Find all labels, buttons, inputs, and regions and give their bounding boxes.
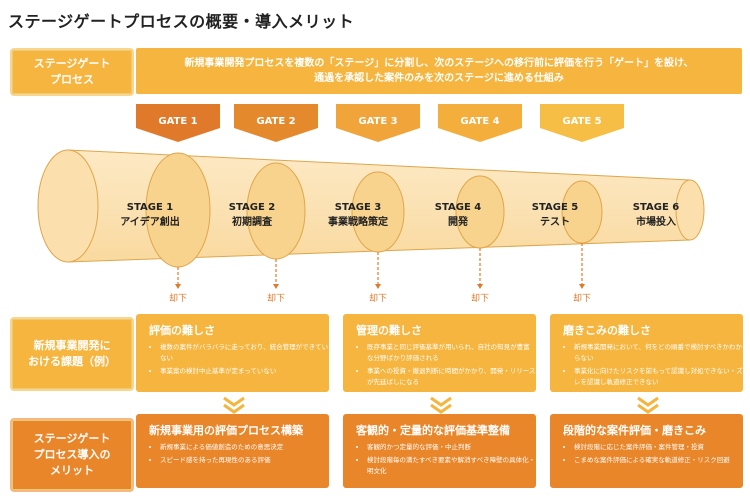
merit-item: 検討段階に応じた案件評価・案件管理・投資 <box>574 442 743 453</box>
issue-item: 新規事業開発において、何をどの順番で検討すべきかわからない <box>574 342 743 364</box>
chevron-down-icon <box>430 396 452 414</box>
stage-name: 市場投入 <box>636 215 676 228</box>
issue-card-2: 管理の難しさ 既存事業と同じ評価基準が用いられ、自社の知見が豊富な分野ばかり評価… <box>343 314 536 392</box>
stage-name: 初期調査 <box>232 215 273 228</box>
issue-item: 複数の案件がバラバラに走っており、統合管理ができていない <box>160 342 329 364</box>
merit-card-title: 新規事業用の評価プロセス構築 <box>149 424 303 437</box>
gate-label: GATE 3 <box>358 116 397 127</box>
merit-item: 新規事業による価値創造のための意思決定 <box>160 442 329 453</box>
reject-label: 却下 <box>369 293 387 304</box>
merit-item: こまめな案件評価による確実な軌道修正・リスク回避 <box>574 455 743 466</box>
issue-card-title: 管理の難しさ <box>356 324 422 337</box>
issue-item: 既存事業と同じ評価基準が用いられ、自社の知見が豊富な分野ばかり評価される <box>367 342 536 364</box>
chevron-down-icon <box>637 396 659 414</box>
gate-label: GATE 4 <box>460 116 499 127</box>
reject-label: 却下 <box>267 293 285 304</box>
stage-name: 事業戦略策定 <box>328 215 388 228</box>
issue-item: 事業化に向けたリスクを前もって認識し対処できない・ズレを認識し軌道修正できない <box>574 366 743 388</box>
issue-card-3: 磨きこみの難しさ 新規事業開発において、何をどの順番で検討すべきかわからない 事… <box>550 314 743 392</box>
stage-number: STAGE 1 <box>127 202 174 213</box>
stage-number: STAGE 3 <box>335 202 382 213</box>
issue-card-title: 磨きこみの難しさ <box>563 324 651 337</box>
gate-arrow <box>234 104 318 142</box>
stage-name: 開発 <box>448 215 469 228</box>
merit-item: 検討段階毎の満たすべき要素や解消すべき障壁の具体化・明文化 <box>367 455 536 477</box>
funnel-right-end <box>675 179 705 241</box>
merit-item: スピード感を持った再現性のある評価 <box>160 455 329 466</box>
merit-card-title: 段階的な案件評価・磨きこみ <box>563 424 706 437</box>
stage-number: STAGE 6 <box>633 202 680 213</box>
stage-gate-diagram: GATE 1 GATE 2 GATE 3 GATE 4 GATE 5 却下 却下 却下 却下 却… <box>37 104 705 304</box>
reject-label: 却下 <box>573 293 591 304</box>
issues-label: 新規事業開発に おける課題（例） <box>10 317 134 391</box>
stage-name: テスト <box>540 216 570 228</box>
issue-item: 事業案の検討中止基準が定まっていない <box>160 366 329 377</box>
merit-card-2: 客観的・定量的な評価基準整備 客観的かつ定量的な評価・中止判断 検討段階毎の満た… <box>343 414 536 488</box>
gate-arrow <box>336 104 420 142</box>
merit-card-3: 段階的な案件評価・磨きこみ 検討段階に応じた案件評価・案件管理・投資 こまめな案… <box>550 414 743 488</box>
issue-card-title: 評価の難しさ <box>149 324 215 337</box>
gate-label: GATE 5 <box>562 116 601 127</box>
gate-arrow <box>136 104 220 142</box>
gate-label: GATE 2 <box>256 116 295 127</box>
arrow-head-icon <box>273 284 279 289</box>
chevron-down-icon <box>223 396 245 414</box>
arrow-head-icon <box>375 284 381 289</box>
page-title: ステージゲートプロセスの概要・導入メリット <box>8 12 355 31</box>
stage-number: STAGE 5 <box>532 202 579 213</box>
arrow-head-icon <box>175 284 181 289</box>
merit-card-title: 客観的・定量的な評価基準整備 <box>356 424 510 437</box>
gate-arrow <box>438 104 522 142</box>
gate-arrow <box>540 104 624 142</box>
merit-card-1: 新規事業用の評価プロセス構築 新規事業による価値創造のための意思決定 スピード感… <box>136 414 329 488</box>
stage-name: アイデア創出 <box>120 215 180 228</box>
funnel-left-end <box>37 149 99 263</box>
stage-number: STAGE 2 <box>229 202 276 213</box>
issue-card-1: 評価の難しさ 複数の案件がバラバラに走っており、統合管理ができていない 事業案の… <box>136 314 329 392</box>
arrow-head-icon <box>579 284 585 289</box>
process-label: ステージゲート プロセス <box>10 48 134 96</box>
stage-number: STAGE 4 <box>435 202 482 213</box>
merit-item: 客観的かつ定量的な評価・中止判断 <box>367 442 536 453</box>
reject-label: 却下 <box>471 293 489 304</box>
merits-label: ステージゲート プロセス導入の メリット <box>10 418 134 492</box>
gate-label: GATE 1 <box>158 116 197 127</box>
arrow-head-icon <box>477 284 483 289</box>
issue-item: 事業への投資・撤退判断に時間がかかり、開発・リリースが先延ばしになる <box>367 366 536 388</box>
process-description: 新規事業開発プロセスを複数の「ステージ」に分割し、次のステージへの移行前に評価を… <box>136 48 742 94</box>
reject-label: 却下 <box>169 293 187 304</box>
